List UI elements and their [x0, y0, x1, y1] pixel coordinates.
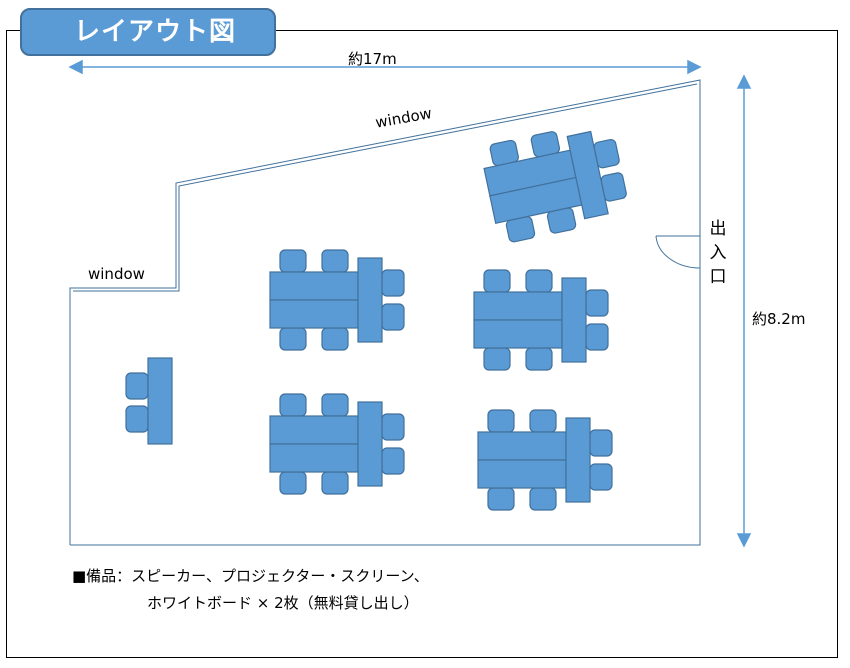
equipment-line-1: ■備品：スピーカー、プロジェクター・スクリーン、: [72, 567, 429, 585]
room-walls: [69, 79, 701, 546]
height-label: 約8.2m: [752, 310, 806, 328]
equipment-list: ■備品：スピーカー、プロジェクター・スクリーン、 ホワイトボード × 2枚（無料…: [72, 563, 429, 617]
table-group-5: [478, 118, 632, 246]
table-group-4: [477, 409, 613, 511]
outer-frame: [6, 30, 838, 658]
podium-table: [125, 357, 173, 445]
table-group-2: [269, 393, 405, 495]
width-label: 約17m: [348, 50, 397, 68]
table-group-1: [269, 249, 405, 351]
entrance-label-1: 出: [709, 219, 727, 239]
entrance-door: [655, 235, 701, 269]
page-title: レイアウト図: [20, 8, 276, 56]
equipment-line-2: ホワイトボード × 2枚（無料貸し出し）: [147, 594, 419, 612]
width-arrow: [68, 59, 702, 75]
entrance-label-3: 口: [709, 267, 727, 287]
table-group-3: [473, 269, 609, 371]
height-arrow: [736, 74, 752, 548]
entrance-label-2: 入: [709, 243, 727, 263]
window-label-left: window: [88, 265, 145, 283]
